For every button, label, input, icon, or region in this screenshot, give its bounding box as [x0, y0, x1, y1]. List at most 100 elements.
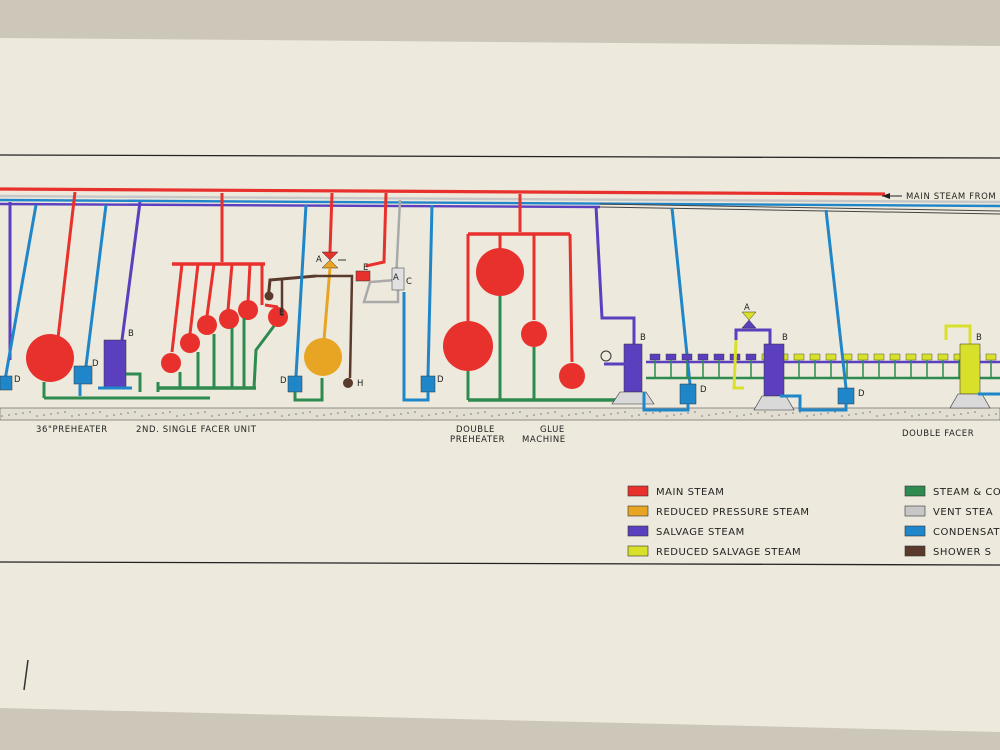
floor-dot: [715, 413, 717, 415]
roll-4: [219, 309, 239, 329]
condensate-header: [0, 198, 1000, 208]
vent-trap: [391, 267, 405, 291]
floor-dot: [519, 411, 521, 413]
valve-letter-b: B: [782, 333, 788, 343]
legend-swatch: [904, 525, 926, 537]
floor-dot: [407, 412, 409, 414]
double-preheater-unit: [443, 194, 625, 402]
floor-dot: [260, 413, 262, 415]
floor-dot: [701, 415, 703, 417]
legend-label: SALVAGE STEAM: [656, 527, 745, 538]
floor-dot: [799, 411, 801, 413]
floor-dot: [127, 412, 129, 414]
floor-dot: [855, 413, 857, 415]
floor-dot: [302, 412, 304, 414]
legend-item: REDUCED SALVAGE STEAM: [627, 545, 801, 558]
floor-dot: [764, 411, 766, 413]
floor-dot: [960, 413, 962, 415]
hot-plate: [681, 353, 693, 361]
floor-dot: [477, 412, 479, 414]
floor-dot: [743, 414, 745, 416]
reduced-pressure-tank: [304, 338, 342, 376]
floor-dot: [876, 415, 878, 417]
border-bottom: [0, 561, 1000, 566]
legend-item: REDUCED PRESSURE STEAM: [627, 505, 809, 518]
floor-dot: [827, 412, 829, 414]
hot-plate: [665, 353, 677, 361]
floor-dot: [365, 413, 367, 415]
roll-2: [180, 333, 200, 353]
floor-dot: [393, 414, 395, 416]
floor-dot: [246, 415, 248, 417]
main-steam-header: [0, 187, 886, 196]
floor-dot: [925, 413, 927, 415]
floor-dot: [932, 412, 934, 414]
floor-dot: [43, 414, 45, 416]
floor-dot: [85, 413, 87, 415]
floor-dot: [274, 411, 276, 413]
floor-dot: [771, 415, 773, 417]
legend-label: MAIN STEAM: [656, 487, 724, 498]
valve-e: [355, 270, 371, 282]
double-preheater-label-1: DOUBLE: [456, 425, 495, 435]
floor-dot: [918, 414, 920, 416]
floor-dot: [603, 414, 605, 416]
floor-dot: [582, 412, 584, 414]
floor-dot: [400, 413, 402, 415]
roll-1: [161, 353, 181, 373]
floor-dot: [288, 414, 290, 416]
valve-letter-a: A: [393, 273, 399, 283]
floor-dot: [169, 411, 171, 413]
salvage-tank-2: [623, 343, 643, 393]
floor-dot: [729, 411, 731, 413]
floor-dot: [981, 415, 983, 417]
trap-4: [420, 375, 436, 393]
legend-swatch: [904, 485, 926, 497]
floor-dot: [29, 411, 31, 413]
floor-dot: [463, 414, 465, 416]
upper-drum: [476, 248, 524, 296]
floor-dot: [869, 411, 871, 413]
legend-item: SHOWER S: [904, 545, 991, 558]
valve-letter-d: D: [700, 385, 707, 395]
floor-dot: [687, 412, 689, 414]
valve-letter-d: D: [858, 389, 865, 399]
floor-dot: [8, 414, 10, 416]
hot-plate: [825, 353, 837, 361]
legend-item: VENT STEA: [904, 505, 993, 518]
legend-item: MAIN STEAM: [627, 485, 724, 498]
floor-dot: [750, 413, 752, 415]
reduced-salvage-tank: [959, 343, 981, 395]
salvage-tank-3: [763, 343, 785, 397]
floor-dot: [113, 414, 115, 416]
main-steam-from-label: MAIN STEAM FROM: [906, 192, 996, 202]
salvage-tank: [103, 339, 127, 389]
floor-dot: [197, 412, 199, 414]
floor-dot: [554, 411, 556, 413]
floor-strip: [0, 407, 1000, 421]
valve-letter-b: B: [976, 333, 982, 343]
legend-label: VENT STEA: [933, 507, 993, 518]
floor-dot: [358, 414, 360, 416]
trap-2: [73, 365, 93, 385]
roll-3: [197, 315, 217, 335]
floor-dot: [316, 415, 318, 417]
valve-letter-b: B: [640, 333, 646, 343]
legend-swatch: [627, 545, 649, 557]
legend-label: REDUCED PRESSURE STEAM: [656, 507, 809, 518]
floor-dot: [834, 411, 836, 413]
floor-dot: [512, 412, 514, 414]
floor-dot: [736, 415, 738, 417]
valve-letter-a: A: [316, 255, 322, 265]
floor-dot: [757, 412, 759, 414]
preheater-drum: [26, 334, 74, 382]
double-preheater-label-2: PREHEATER: [450, 435, 505, 445]
floor-dot: [575, 413, 577, 415]
floor-dot: [414, 411, 416, 413]
valve-letter-d: D: [14, 375, 21, 385]
floor-dot: [638, 414, 640, 416]
floor-dot: [435, 413, 437, 415]
floor-dot: [631, 415, 633, 417]
floor-dot: [71, 415, 73, 417]
